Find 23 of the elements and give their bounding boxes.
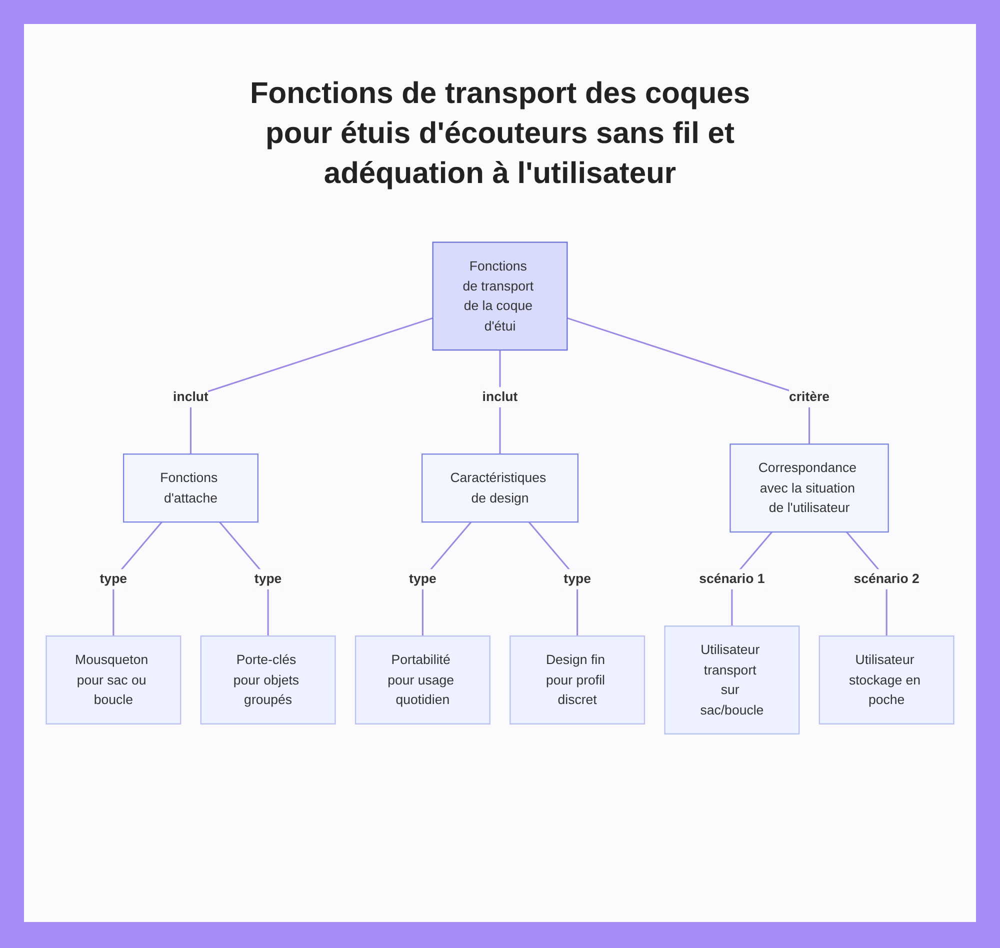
edge-label: type (564, 571, 591, 586)
node-box (46, 635, 182, 724)
edge-label: critère (788, 389, 830, 404)
node-box (818, 635, 954, 724)
edge-label: scénario 2 (854, 571, 920, 586)
diagram-title: Fonctions de transport des coques pour étuis d'écouteurs sans fil et adéquation à l'utilisateur (248, 76, 752, 192)
node-box (354, 635, 490, 724)
connector (190, 317, 434, 454)
edge-label: type (254, 571, 282, 586)
node-box (122, 454, 258, 523)
edge-label: inclut (173, 389, 208, 404)
node-box (422, 454, 578, 523)
node-box (432, 242, 568, 351)
edge-label: type (409, 571, 436, 586)
node-box (730, 444, 889, 533)
background-panel: inclut inclut critère type type type type scénario 1 scénario 2 Fonctions de transport de la coque d'étui Fonctions d'attache Caractéristiques de design Correspondance avec la situation de l'utilisateur Mousqueton pour sac ou boucle Porte-clés pour objets groupés Portabilité pour usage quotidien Design fin pour profil discret Utilisateur transport sur sac/boucle Utilisateur stockage en poche Fonctions de transport des coques pour étuis d'écouteurs sans fil et adéquation à l'utilisateur (24, 24, 976, 922)
edge-label: inclut (482, 389, 518, 404)
connector (566, 317, 810, 444)
node-box (200, 635, 336, 724)
edge-label: scénario 1 (699, 571, 765, 586)
node-box (510, 635, 646, 724)
node-box (664, 626, 800, 734)
edge-label: type (100, 571, 128, 586)
